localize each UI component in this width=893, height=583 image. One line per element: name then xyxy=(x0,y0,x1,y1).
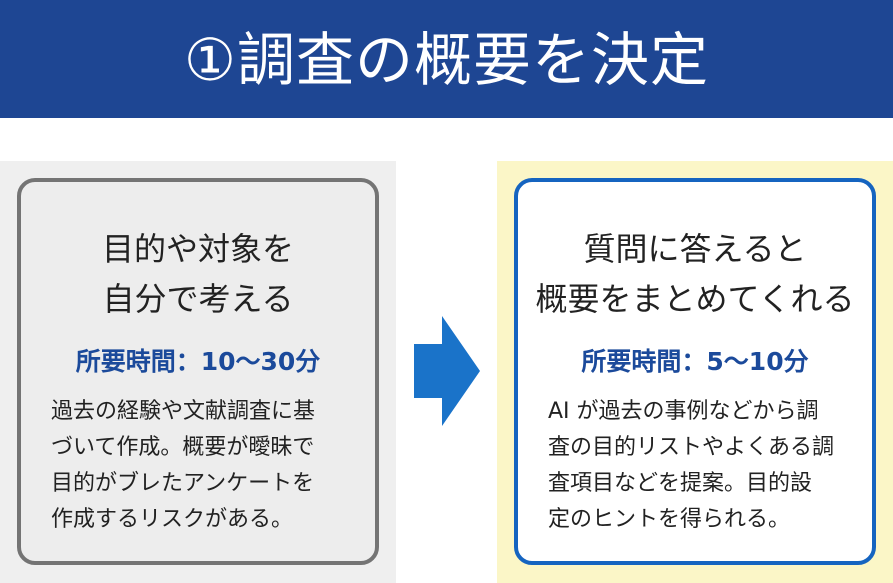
ai-method-title: 質問に答えると 概要をまとめてくれる xyxy=(518,224,872,324)
manual-method-card: 目的や対象を 自分で考える 所要時間：10〜30分 過去の経験や文献調査に基 づ… xyxy=(17,178,379,565)
ai-method-title-line: 概要をまとめてくれる xyxy=(535,280,855,318)
arrow-right-shape xyxy=(414,316,480,426)
ai-method-title-line: 質問に答えると xyxy=(583,230,807,268)
manual-method-description-line: 作成するリスクがある。 xyxy=(51,507,294,532)
manual-method-description-line: 過去の経験や文献調査に基 xyxy=(51,399,316,424)
ai-method-card: 質問に答えると 概要をまとめてくれる 所要時間：5〜10分 AI が過去の事例な… xyxy=(514,178,876,565)
manual-method-description: 過去の経験や文献調査に基 づいて作成。概要が曖昧で 目的がブレたアンケートを 作… xyxy=(51,394,361,538)
ai-method-description-line: AI が過去の事例などから調 xyxy=(548,399,819,424)
ai-method-description-line: 定のヒントを得られる。 xyxy=(548,507,791,532)
manual-method-title-line: 自分で考える xyxy=(102,280,294,318)
manual-method-description-line: づいて作成。概要が曖昧で xyxy=(51,435,315,460)
ai-method-description-line: 査項目などを提案。目的設 xyxy=(548,471,813,496)
manual-method-description-line: 目的がブレたアンケートを xyxy=(51,471,315,496)
manual-method-title: 目的や対象を 自分で考える xyxy=(21,224,375,324)
arrow-right-icon xyxy=(414,316,480,426)
ai-method-description: AI が過去の事例などから調 査の目的リストやよくある調 査項目などを提案。目的… xyxy=(548,394,858,538)
manual-method-time: 所要時間：10〜30分 xyxy=(75,347,321,376)
page-title: ①調査の概要を決定 xyxy=(184,26,709,94)
manual-method-title-line: 目的や対象を xyxy=(101,230,294,268)
ai-method-time: 所要時間：5〜10分 xyxy=(581,347,809,376)
ai-method-description-line: 査の目的リストやよくある調 xyxy=(548,435,835,460)
header-banner: ①調査の概要を決定 xyxy=(0,0,893,118)
